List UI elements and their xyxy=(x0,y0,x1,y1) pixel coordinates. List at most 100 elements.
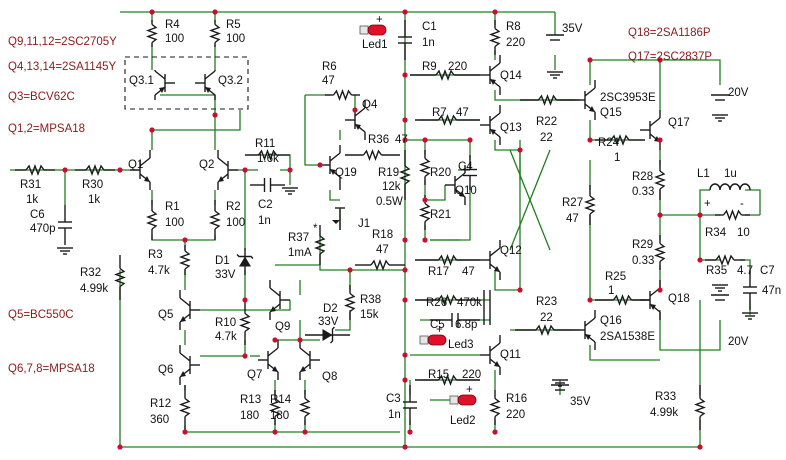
label-d1-ref: D1 xyxy=(215,255,230,267)
junction-dot xyxy=(347,267,353,273)
label-q3-1: Q3.1 xyxy=(129,75,154,87)
q14-emit xyxy=(494,90,580,101)
junction-dot xyxy=(272,337,278,343)
label-r15-value: 220 xyxy=(462,369,481,381)
junction-dot xyxy=(422,237,428,243)
label-led2: Led2 xyxy=(450,415,476,427)
label-r32-ref: R32 xyxy=(80,267,101,279)
labels-layer: +++Q9,11,12=2SC2705YQ4,13,14=2SA1145YQ3=… xyxy=(8,14,781,427)
label-c6-value: 470p xyxy=(30,223,56,235)
label-c1-ref: C1 xyxy=(422,21,437,33)
junction-dot xyxy=(242,353,248,359)
label-q7: Q7 xyxy=(247,369,262,381)
r17-resistor xyxy=(437,254,458,266)
junction-dot xyxy=(402,9,408,15)
supply-20v-bottom: 20V xyxy=(728,336,749,348)
r32-resistor xyxy=(114,267,126,288)
label-q16-type: 2SA1538E xyxy=(600,331,655,343)
junction-dot xyxy=(587,57,593,63)
label-r31-ref: R31 xyxy=(20,179,41,191)
label-r11-value: 1.6k xyxy=(257,153,279,165)
label-r33-value: 4.99k xyxy=(650,407,678,419)
r9-resistor xyxy=(435,69,455,81)
label-q5: Q5 xyxy=(158,309,173,321)
label-c5-value: 6.8p xyxy=(455,319,477,331)
label-q6: Q6 xyxy=(158,364,173,376)
label-r18-value: 47 xyxy=(376,244,389,256)
c2-ground xyxy=(280,169,291,185)
junction-dot xyxy=(467,137,473,143)
label-c7-value: 47n xyxy=(762,285,781,297)
q3-dual-package xyxy=(124,56,249,110)
junction-dot xyxy=(402,72,408,78)
label-r30-ref: R30 xyxy=(82,179,103,191)
d1-zener xyxy=(239,256,251,267)
label-r36-value: 47 xyxy=(395,134,408,146)
label-q13: Q13 xyxy=(500,122,522,134)
junction-dot xyxy=(402,377,408,383)
label-led1: Led1 xyxy=(362,39,388,51)
label-q1: Q1 xyxy=(128,159,143,171)
junction-dot xyxy=(697,212,703,218)
r25-resistor xyxy=(612,294,633,306)
note-q9-11-12: Q9,11,12=2SC2705Y xyxy=(8,36,117,48)
note-q3: Q3=BCV62C xyxy=(8,91,75,103)
junction-dot xyxy=(182,237,188,243)
supply-35v-top: 35V xyxy=(562,23,583,35)
led2 xyxy=(457,394,477,406)
rail-20v-top xyxy=(589,59,721,85)
junction-dot xyxy=(317,162,323,168)
label-q4: Q4 xyxy=(362,99,378,111)
label-q18: Q18 xyxy=(668,293,690,305)
junction-dot xyxy=(117,444,123,450)
label-r30-value: 1k xyxy=(88,194,100,206)
label-q2: Q2 xyxy=(199,159,214,171)
r38-resistor xyxy=(344,292,356,313)
r36-resistor xyxy=(362,149,383,161)
junction-dot xyxy=(402,352,408,358)
led1-plus: + xyxy=(376,14,383,26)
led3 xyxy=(427,334,447,346)
label-q9: Q9 xyxy=(275,321,290,333)
components-layer xyxy=(15,20,758,430)
label-r11-ref: R11 xyxy=(255,138,275,150)
label-r13-ref: R13 xyxy=(240,394,261,406)
label-r19-ref: R19 xyxy=(378,167,399,179)
junction-dot xyxy=(302,429,308,435)
junction-dot xyxy=(657,57,663,63)
label-r31-value: 1k xyxy=(26,194,38,206)
junction-dot xyxy=(587,137,593,143)
label-r8-ref: R8 xyxy=(506,21,521,33)
label-r38-value: 15k xyxy=(360,309,379,321)
q19-emit xyxy=(329,190,340,201)
r16-resistor xyxy=(489,397,501,418)
label-r26-value: 470k xyxy=(457,297,482,309)
label-r29-value: 0.33 xyxy=(632,255,654,267)
label-r33-ref: R33 xyxy=(655,391,676,403)
label-r28-value: 0.33 xyxy=(632,186,654,198)
label-r24-value: 1 xyxy=(614,152,620,164)
label-r16-ref: R16 xyxy=(506,393,527,405)
label-r18-ref: R18 xyxy=(372,229,393,241)
label-r12-ref: R12 xyxy=(150,398,171,410)
r11-resistor xyxy=(257,149,278,161)
l1-left xyxy=(699,189,710,215)
label-r17-value: 47 xyxy=(462,266,475,278)
r28-resistor xyxy=(654,170,666,190)
junction-dots-layer xyxy=(62,9,703,450)
label-c3-ref: C3 xyxy=(386,393,401,405)
junction-dot xyxy=(287,167,293,173)
label-q3-2: Q3.2 xyxy=(218,75,243,87)
label-q10: Q10 xyxy=(455,185,477,197)
led1 xyxy=(367,24,387,36)
q1-collector xyxy=(151,110,241,150)
mirror-link xyxy=(160,94,216,115)
label-r34-ref: R34 xyxy=(705,227,727,239)
label-q16: Q16 xyxy=(600,315,622,327)
label-q11: Q11 xyxy=(500,349,521,361)
r7-resistor xyxy=(437,114,458,126)
label-c5-ref: C5 xyxy=(430,319,445,331)
junction-dot xyxy=(422,137,428,143)
label-r35-ref: R35 xyxy=(706,265,727,277)
